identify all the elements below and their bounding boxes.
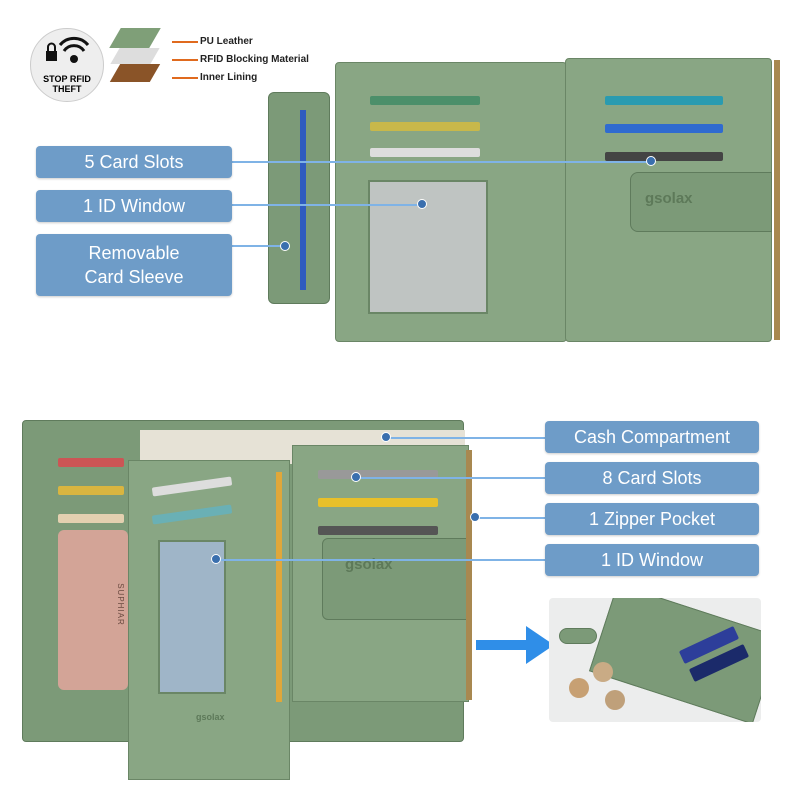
sleeve-pink-card: SUPHIAR [58,530,128,690]
rfid-text-2: THEFT [52,84,82,94]
label-5-card-slots: 5 Card Slots [36,146,232,178]
layer-rfid [110,48,160,64]
rfid-badge: STOP RFID THEFT [30,28,104,102]
label-8-card-slots: 8 Card Slots [545,462,759,494]
layer-label-lining: Inner Lining [200,72,258,83]
top-brand: gsolax [645,190,693,207]
top-id-window [368,180,488,314]
label-removable-card-sleeve: Removable Card Sleeve [36,234,232,296]
rfid-text-1: STOP RFID [43,74,91,84]
zipper-pocket-inset-photo [549,598,761,722]
bottom-logo: gsolax [196,712,225,722]
bottom-id-window [158,540,226,694]
layer-label-rfid: RFID Blocking Material [200,54,309,65]
layer-lining [109,64,161,82]
layer-label-pu: PU Leather [200,36,253,47]
top-wallet-sleeve [268,92,330,304]
bottom-zipper [466,450,472,700]
wifi-lock-icon [46,36,90,63]
layer-pu [109,28,161,48]
bottom-snap-tab [322,538,472,620]
sleeve-card-text: SUPHIAR [116,583,126,626]
label-1-id-window-bottom: 1 ID Window [545,544,759,576]
top-zipper [774,60,780,340]
label-1-id-window-top: 1 ID Window [36,190,232,222]
top-wallet-snap-tab [630,172,772,232]
arrow-icon [476,622,556,673]
label-1-zipper-pocket: 1 Zipper Pocket [545,503,759,535]
label-cash-compartment: Cash Compartment [545,421,759,453]
